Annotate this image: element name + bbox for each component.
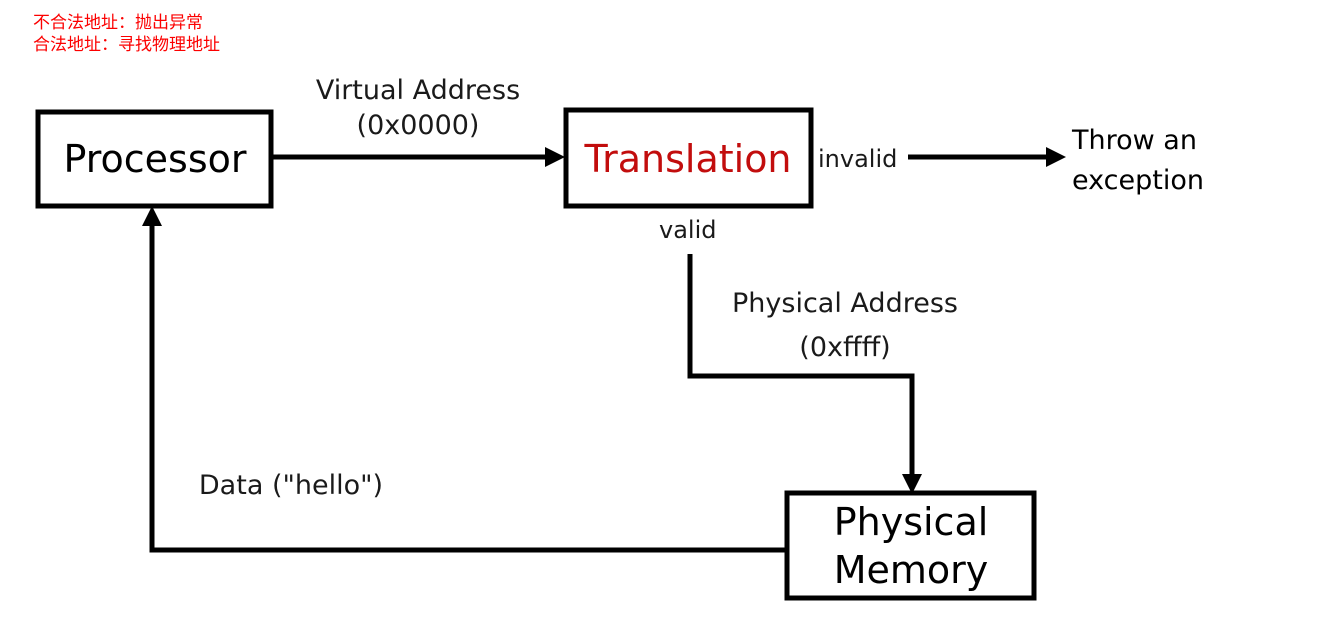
edge-translation-to-memory — [687, 254, 915, 481]
annotation-line-2: 合法地址：寻找物理地址 — [33, 35, 220, 55]
virtual-address-label-line1: Virtual Address — [316, 75, 520, 106]
arrowhead-to-exception-icon — [1046, 147, 1066, 167]
translation-label: Translation — [583, 137, 791, 181]
translation-box — [563, 107, 814, 209]
physical-address-label-line2: (0xffff) — [799, 332, 890, 363]
annotation-line-1: 不合法地址：抛出异常 — [33, 13, 203, 33]
arrowhead-to-memory-icon — [902, 474, 922, 494]
processor-label: Processor — [63, 137, 246, 181]
virtual-address-label-line2: (0x0000) — [357, 110, 480, 141]
edge-memory-to-processor — [149, 220, 787, 553]
data-return-label: Data ("hello") — [199, 470, 383, 501]
exception-label-line2: exception — [1072, 165, 1204, 196]
invalid-label: invalid — [818, 145, 897, 173]
processor-box — [35, 109, 274, 209]
arrowhead-to-translation-icon — [545, 147, 565, 167]
valid-label: valid — [659, 216, 716, 244]
physical-memory-label-line2: Memory — [834, 548, 989, 592]
physical-memory-label-line1: Physical — [834, 500, 989, 544]
exception-label-line1: Throw an — [1071, 125, 1197, 156]
physical-address-label-line1: Physical Address — [732, 288, 958, 319]
physical-memory-box — [784, 490, 1037, 601]
arrowhead-to-processor-icon — [142, 206, 162, 226]
